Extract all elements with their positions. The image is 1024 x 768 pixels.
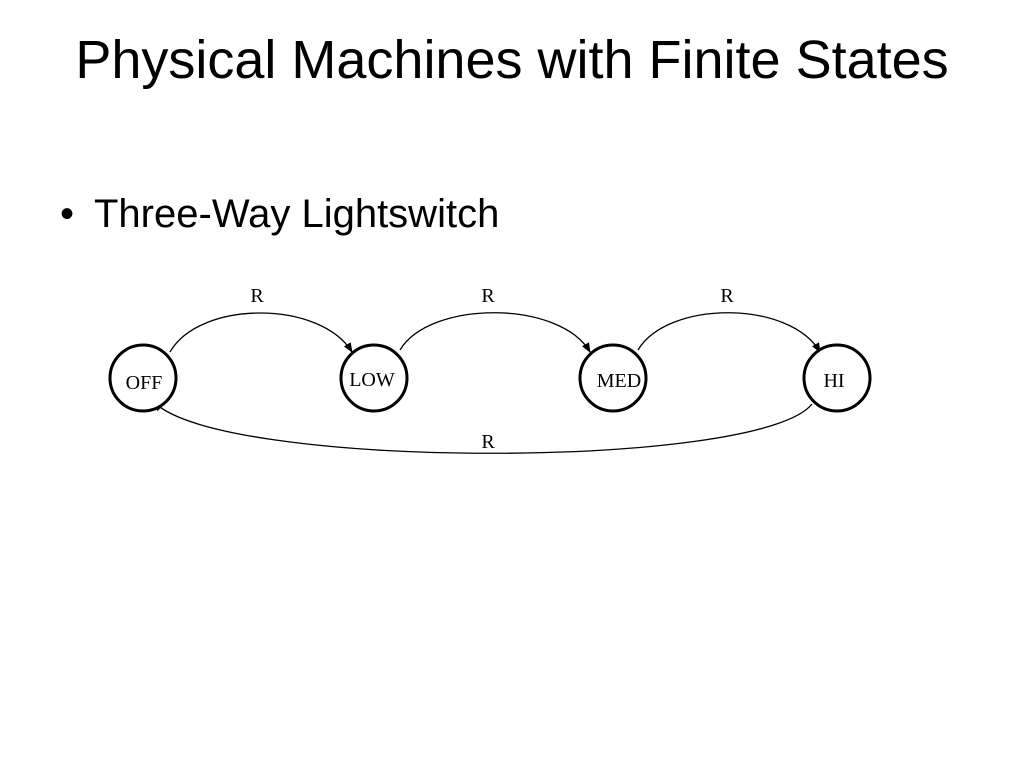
- edge-label-med-hi: R: [720, 285, 734, 307]
- state-label-hi: HI: [823, 370, 844, 392]
- edge-label-off-low: R: [250, 285, 264, 307]
- bullet-dot-icon: •: [60, 192, 75, 236]
- state-node-hi: [802, 343, 872, 413]
- state-node-off: [108, 343, 178, 413]
- bullet-text: Three-Way Lightswitch: [94, 192, 500, 236]
- edge-label-low-med: R: [481, 285, 495, 307]
- state-label-med: MED: [597, 370, 641, 392]
- bullet-item: • Three-Way Lightswitch: [60, 188, 499, 240]
- edge-label-hi-off: R: [481, 431, 495, 453]
- state-label-off: OFF: [126, 372, 163, 394]
- transition-hi-off: [153, 401, 813, 454]
- slide-title: Physical Machines with Finite States: [75, 30, 949, 90]
- state-node-low: [339, 343, 409, 413]
- state-label-low: LOW: [349, 369, 395, 391]
- state-node-med: [578, 343, 648, 413]
- transition-med-hi: [637, 312, 821, 353]
- transition-low-med: [399, 312, 591, 353]
- transition-off-low: [169, 312, 353, 353]
- bullet-list: • Three-Way Lightswitch: [60, 188, 499, 240]
